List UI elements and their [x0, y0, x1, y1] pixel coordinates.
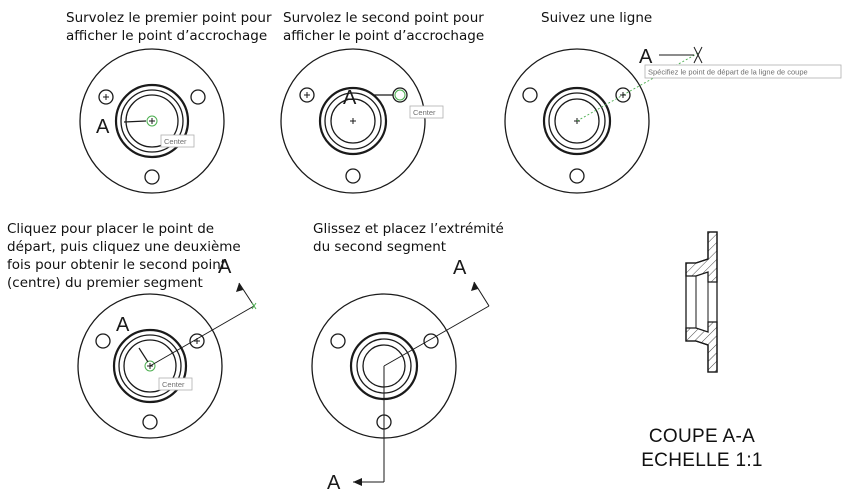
- snap-marker: [144, 360, 156, 372]
- bolt-hole: [299, 87, 315, 103]
- section-title-block: COUPE A-A ECHELLE 1:1: [622, 425, 782, 473]
- bolt-hole: [423, 333, 439, 349]
- step-2-caption: Survolez le second point pour afficher l…: [283, 9, 484, 45]
- section-letter: A: [639, 46, 653, 68]
- step-4-line-4: (centre) du premier segment: [7, 275, 203, 291]
- bolt-hole: [569, 168, 585, 184]
- flange-bore-circle: [330, 98, 376, 144]
- bolt-hole: [522, 87, 538, 103]
- flange-hub-inner-circle: [118, 334, 182, 398]
- section-arrow-line: [473, 281, 490, 307]
- section-letter: A: [343, 87, 357, 109]
- center-tooltip: Center: [409, 105, 444, 119]
- flange-hub-circle: [114, 83, 190, 159]
- bolt-hole: [95, 333, 111, 349]
- step-2-line-1: Survolez le second point pour: [283, 10, 484, 26]
- flange-bore-circle: [125, 94, 179, 148]
- flange-bore-circle: [554, 98, 600, 144]
- center-tooltip: Center: [160, 134, 195, 148]
- bolt-hole: [189, 333, 205, 349]
- section-letter: A: [327, 472, 341, 494]
- flange-hub-inner-circle: [324, 92, 382, 150]
- center-tooltip-text: Center: [162, 380, 185, 389]
- flange-hub-inner-circle: [120, 89, 184, 153]
- step-4-line-2: départ, puis cliquez une deuxième: [7, 239, 241, 255]
- bolt-hole: [190, 89, 206, 105]
- center-tooltip: Center: [158, 377, 193, 391]
- bolt-hole: [615, 87, 631, 103]
- section-hatch-top: [685, 231, 718, 283]
- start-point-tooltip-text: Spécifiez le point de départ de la ligne…: [648, 68, 808, 77]
- section-arrow-head: [236, 283, 243, 292]
- flange-view-5: [311, 281, 490, 483]
- step-5-line-2: du second segment: [313, 239, 447, 255]
- bolt-hole: [345, 168, 361, 184]
- section-arrow-line: [238, 282, 255, 307]
- step-3-caption: Suivez une ligne: [541, 9, 652, 27]
- step-1-line-1: Survolez le premier point pour: [66, 10, 272, 26]
- bolt-hole: [144, 169, 160, 185]
- bolt-hole: [142, 414, 158, 430]
- step-2-line-2: afficher le point d’accrochage: [283, 28, 485, 44]
- section-hatch-bottom: [685, 321, 718, 373]
- center-tooltip-text: Center: [164, 137, 187, 146]
- section-letter: A: [116, 314, 130, 336]
- flange-bore-circle: [123, 339, 177, 393]
- step-4-caption: Cliquez pour placer le point de départ, …: [7, 220, 241, 292]
- snap-marker: [394, 89, 406, 101]
- flange-hub-circle: [542, 86, 612, 156]
- step-1-caption: Survolez le premier point pour afficher …: [66, 9, 272, 45]
- flange-outer-circle: [504, 48, 650, 194]
- flange-view-4: [77, 282, 257, 439]
- section-line-segment: [383, 305, 490, 367]
- flange-outer-circle: [280, 48, 426, 194]
- section-view-a-a: [685, 231, 718, 373]
- step-1-line-2: afficher le point d’accrochage: [66, 28, 268, 44]
- tracking-line: [576, 94, 624, 122]
- flange-view-3: [504, 46, 703, 194]
- flange-hub-inner-circle: [548, 92, 606, 150]
- bolt-hole: [330, 333, 346, 349]
- step-5-line-1: Glissez et placez l’extrémité: [313, 221, 504, 237]
- section-letter: A: [96, 116, 110, 138]
- flange-view-2: [280, 48, 426, 194]
- flange-hub-circle: [112, 328, 188, 404]
- step-5-caption: Glissez et placez l’extrémité du second …: [313, 220, 504, 256]
- flange-outer-circle: [79, 48, 225, 194]
- section-letter: A: [453, 257, 467, 279]
- step-3-line-1: Suivez une ligne: [541, 10, 653, 26]
- start-point-tooltip: Spécifiez le point de départ de la ligne…: [644, 64, 842, 79]
- flange-view-1: [79, 48, 225, 194]
- section-line-segment: [149, 305, 255, 367]
- flange-outer-circle: [77, 293, 223, 439]
- snap-marker: [146, 115, 158, 127]
- snap-cross: [251, 302, 257, 310]
- flange-hub-circle: [318, 86, 388, 156]
- step-4-line-1: Cliquez pour placer le point de: [7, 221, 215, 237]
- section-title: COUPE A-A: [648, 426, 756, 447]
- cursor-pointer: [123, 120, 147, 123]
- cursor-pointer: [138, 347, 149, 363]
- section-arrow-head: [353, 478, 362, 486]
- crosshair-cursor: [693, 46, 703, 64]
- section-letter: A: [218, 256, 232, 278]
- step-4-line-3: fois pour obtenir le second point: [7, 257, 227, 273]
- section-scale: ECHELLE 1:1: [641, 450, 763, 471]
- section-arrow-head: [471, 282, 478, 291]
- bolt-hole: [98, 89, 114, 105]
- center-tooltip-text: Center: [413, 108, 436, 117]
